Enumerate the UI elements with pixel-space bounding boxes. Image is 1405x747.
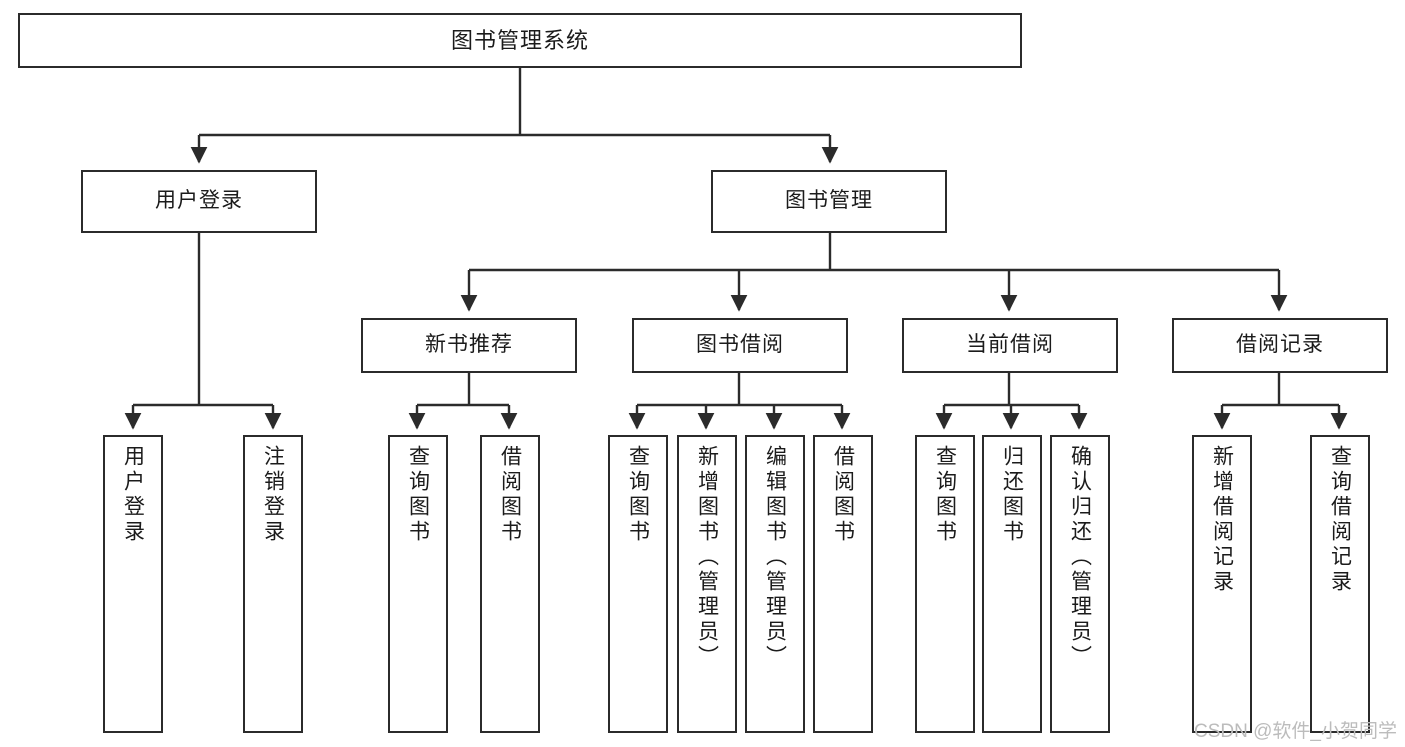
leaf-add-book-label: 新增图书（管理员） [695,445,719,670]
leaf-user-login-label: 用户登录 [121,445,145,545]
leaf-query-book-3[interactable]: 查询图书 [915,435,975,733]
leaf-add-book[interactable]: 新增图书（管理员） [677,435,737,733]
leaf-edit-book-label: 编辑图书（管理员） [763,445,787,670]
leaf-add-record[interactable]: 新增借阅记录 [1192,435,1252,733]
leaf-query-book-3-label: 查询图书 [933,445,957,545]
watermark-text: CSDN @软件_小贺同学 [1194,721,1397,742]
node-current-borrow[interactable]: 当前借阅 [902,318,1118,373]
node-borrow-record-label: 借阅记录 [1236,333,1324,357]
leaf-query-record[interactable]: 查询借阅记录 [1310,435,1370,733]
leaf-return-book-label: 归还图书 [1000,445,1024,545]
leaf-confirm-return[interactable]: 确认归还（管理员） [1050,435,1110,733]
node-current-borrow-label: 当前借阅 [966,333,1054,357]
node-new-book-recommend[interactable]: 新书推荐 [361,318,577,373]
leaf-logout[interactable]: 注销登录 [243,435,303,733]
leaf-borrow-book-1-label: 借阅图书 [498,445,522,545]
node-user-login-label: 用户登录 [155,189,243,213]
node-book-management-label: 图书管理 [785,189,873,213]
node-book-borrow-label: 图书借阅 [696,333,784,357]
leaf-query-book-2[interactable]: 查询图书 [608,435,668,733]
leaf-edit-book[interactable]: 编辑图书（管理员） [745,435,805,733]
node-borrow-record[interactable]: 借阅记录 [1172,318,1388,373]
leaf-query-book-1[interactable]: 查询图书 [388,435,448,733]
node-root-label: 图书管理系统 [450,27,589,53]
leaf-return-book[interactable]: 归还图书 [982,435,1042,733]
node-book-borrow[interactable]: 图书借阅 [632,318,848,373]
leaf-query-book-2-label: 查询图书 [626,445,650,545]
leaf-query-book-1-label: 查询图书 [406,445,430,545]
leaf-borrow-book-2-label: 借阅图书 [831,445,855,545]
node-book-management[interactable]: 图书管理 [711,170,947,233]
leaf-confirm-return-label: 确认归还（管理员） [1068,445,1092,670]
leaf-borrow-book-2[interactable]: 借阅图书 [813,435,873,733]
node-user-login[interactable]: 用户登录 [81,170,317,233]
leaf-add-record-label: 新增借阅记录 [1210,445,1234,595]
leaf-logout-label: 注销登录 [261,445,285,545]
node-root[interactable]: 图书管理系统 [18,13,1022,68]
node-new-book-recommend-label: 新书推荐 [425,333,513,357]
leaf-query-record-label: 查询借阅记录 [1328,445,1352,595]
leaf-borrow-book-1[interactable]: 借阅图书 [480,435,540,733]
leaf-user-login[interactable]: 用户登录 [103,435,163,733]
